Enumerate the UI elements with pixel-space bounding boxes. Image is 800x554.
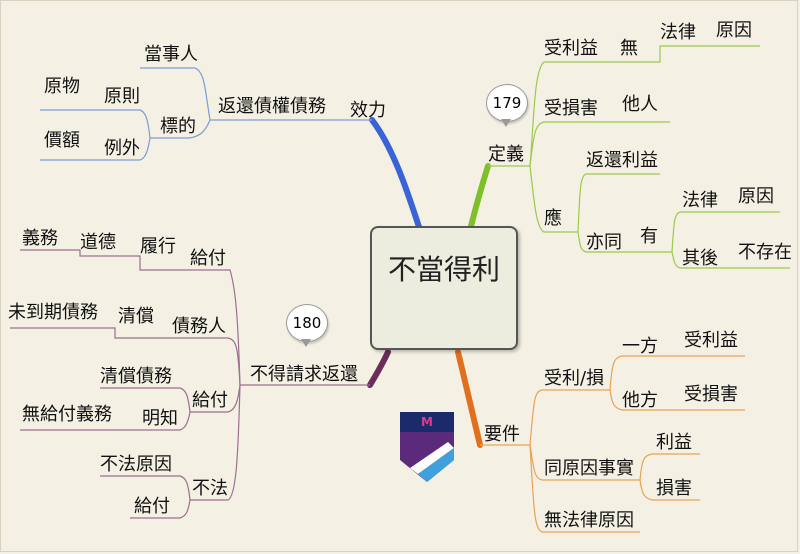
logo-emblem-icon: M xyxy=(400,412,454,482)
node-principle[interactable]: 原則 xyxy=(104,86,140,107)
node-norefund[interactable]: 不得請求返還 xyxy=(250,364,358,385)
node-el-receive-benefit[interactable]: 受利益 xyxy=(684,330,738,351)
node-def-return-benefit[interactable]: 返還利益 xyxy=(586,150,658,171)
node-nr-illegal-cause[interactable]: 不法原因 xyxy=(100,454,172,475)
node-party[interactable]: 當事人 xyxy=(144,44,198,65)
node-nr-repay-debt[interactable]: 清償債務 xyxy=(100,366,172,387)
node-nr-perform[interactable]: 履行 xyxy=(140,236,176,257)
node-def-should[interactable]: 應 xyxy=(544,208,562,229)
node-value[interactable]: 價額 xyxy=(44,130,80,151)
node-def-after[interactable]: 其後 xyxy=(682,248,718,269)
node-nr-know[interactable]: 明知 xyxy=(142,408,178,429)
central-topic-title: 不當得利 xyxy=(387,253,500,286)
node-el-benefit-loss[interactable]: 受利/損 xyxy=(544,368,605,389)
node-def-other[interactable]: 他人 xyxy=(622,94,658,115)
node-el-profit[interactable]: 利益 xyxy=(656,432,692,453)
node-def-law[interactable]: 法律 xyxy=(660,22,696,43)
node-el-loss[interactable]: 損害 xyxy=(656,478,692,499)
svg-text:M: M xyxy=(421,415,433,429)
node-def-also[interactable]: 亦同 xyxy=(586,232,622,253)
elements-lines xyxy=(480,355,745,533)
node-definition[interactable]: 定義 xyxy=(488,144,524,165)
node-nr-no-duty[interactable]: 無給付義務 xyxy=(22,404,112,425)
node-def-none[interactable]: 無 xyxy=(620,38,638,59)
node-nr-debtor[interactable]: 債務人 xyxy=(172,316,226,337)
central-topic[interactable]: 不當得利 xyxy=(370,226,518,350)
effect-lines xyxy=(40,67,372,161)
node-def-have[interactable]: 有 xyxy=(640,226,658,247)
article-badge-180-tail xyxy=(301,339,311,347)
node-def-no-exist[interactable]: 不存在 xyxy=(738,242,792,263)
node-object[interactable]: 標的 xyxy=(160,116,196,137)
branch-norefund xyxy=(367,349,391,388)
node-effect[interactable]: 效力 xyxy=(350,100,386,121)
node-el-other-side[interactable]: 他方 xyxy=(622,390,658,411)
branch-definition xyxy=(467,163,491,233)
node-nr-illegal[interactable]: 不法 xyxy=(192,478,228,499)
node-original-item[interactable]: 原物 xyxy=(44,76,80,97)
branch-effect xyxy=(369,117,423,233)
norefund-lines xyxy=(10,249,370,519)
node-nr-payment3[interactable]: 給付 xyxy=(134,496,170,517)
node-el-no-legal-cause[interactable]: 無法律原因 xyxy=(544,510,634,531)
node-nr-duty[interactable]: 義務 xyxy=(22,228,58,249)
node-nr-undue-debt[interactable]: 未到期債務 xyxy=(8,302,98,323)
node-nr-payment2[interactable]: 給付 xyxy=(192,390,228,411)
node-elements[interactable]: 要件 xyxy=(484,424,520,445)
definition-lines xyxy=(488,45,790,269)
node-def-cause[interactable]: 原因 xyxy=(716,20,752,41)
node-el-same-cause[interactable]: 同原因事實 xyxy=(544,458,634,479)
node-def-benefit[interactable]: 受利益 xyxy=(544,38,598,59)
node-nr-moral[interactable]: 道德 xyxy=(80,232,116,253)
node-nr-repay[interactable]: 清償 xyxy=(118,306,154,327)
branch-elements xyxy=(455,349,483,448)
node-el-receive-damage[interactable]: 受損害 xyxy=(684,384,738,405)
node-def-cause2[interactable]: 原因 xyxy=(738,186,774,207)
article-badge-179-tail xyxy=(501,119,511,127)
node-el-one-side[interactable]: 一方 xyxy=(622,336,658,357)
node-return-claims[interactable]: 返還債權債務 xyxy=(218,96,326,117)
node-def-damage[interactable]: 受損害 xyxy=(544,98,598,119)
article-badge-179: 179 xyxy=(486,84,528,122)
article-badge-180: 180 xyxy=(286,304,328,342)
node-nr-payment[interactable]: 給付 xyxy=(190,248,226,269)
node-exception[interactable]: 例外 xyxy=(104,138,140,159)
node-def-law2[interactable]: 法律 xyxy=(682,190,718,211)
